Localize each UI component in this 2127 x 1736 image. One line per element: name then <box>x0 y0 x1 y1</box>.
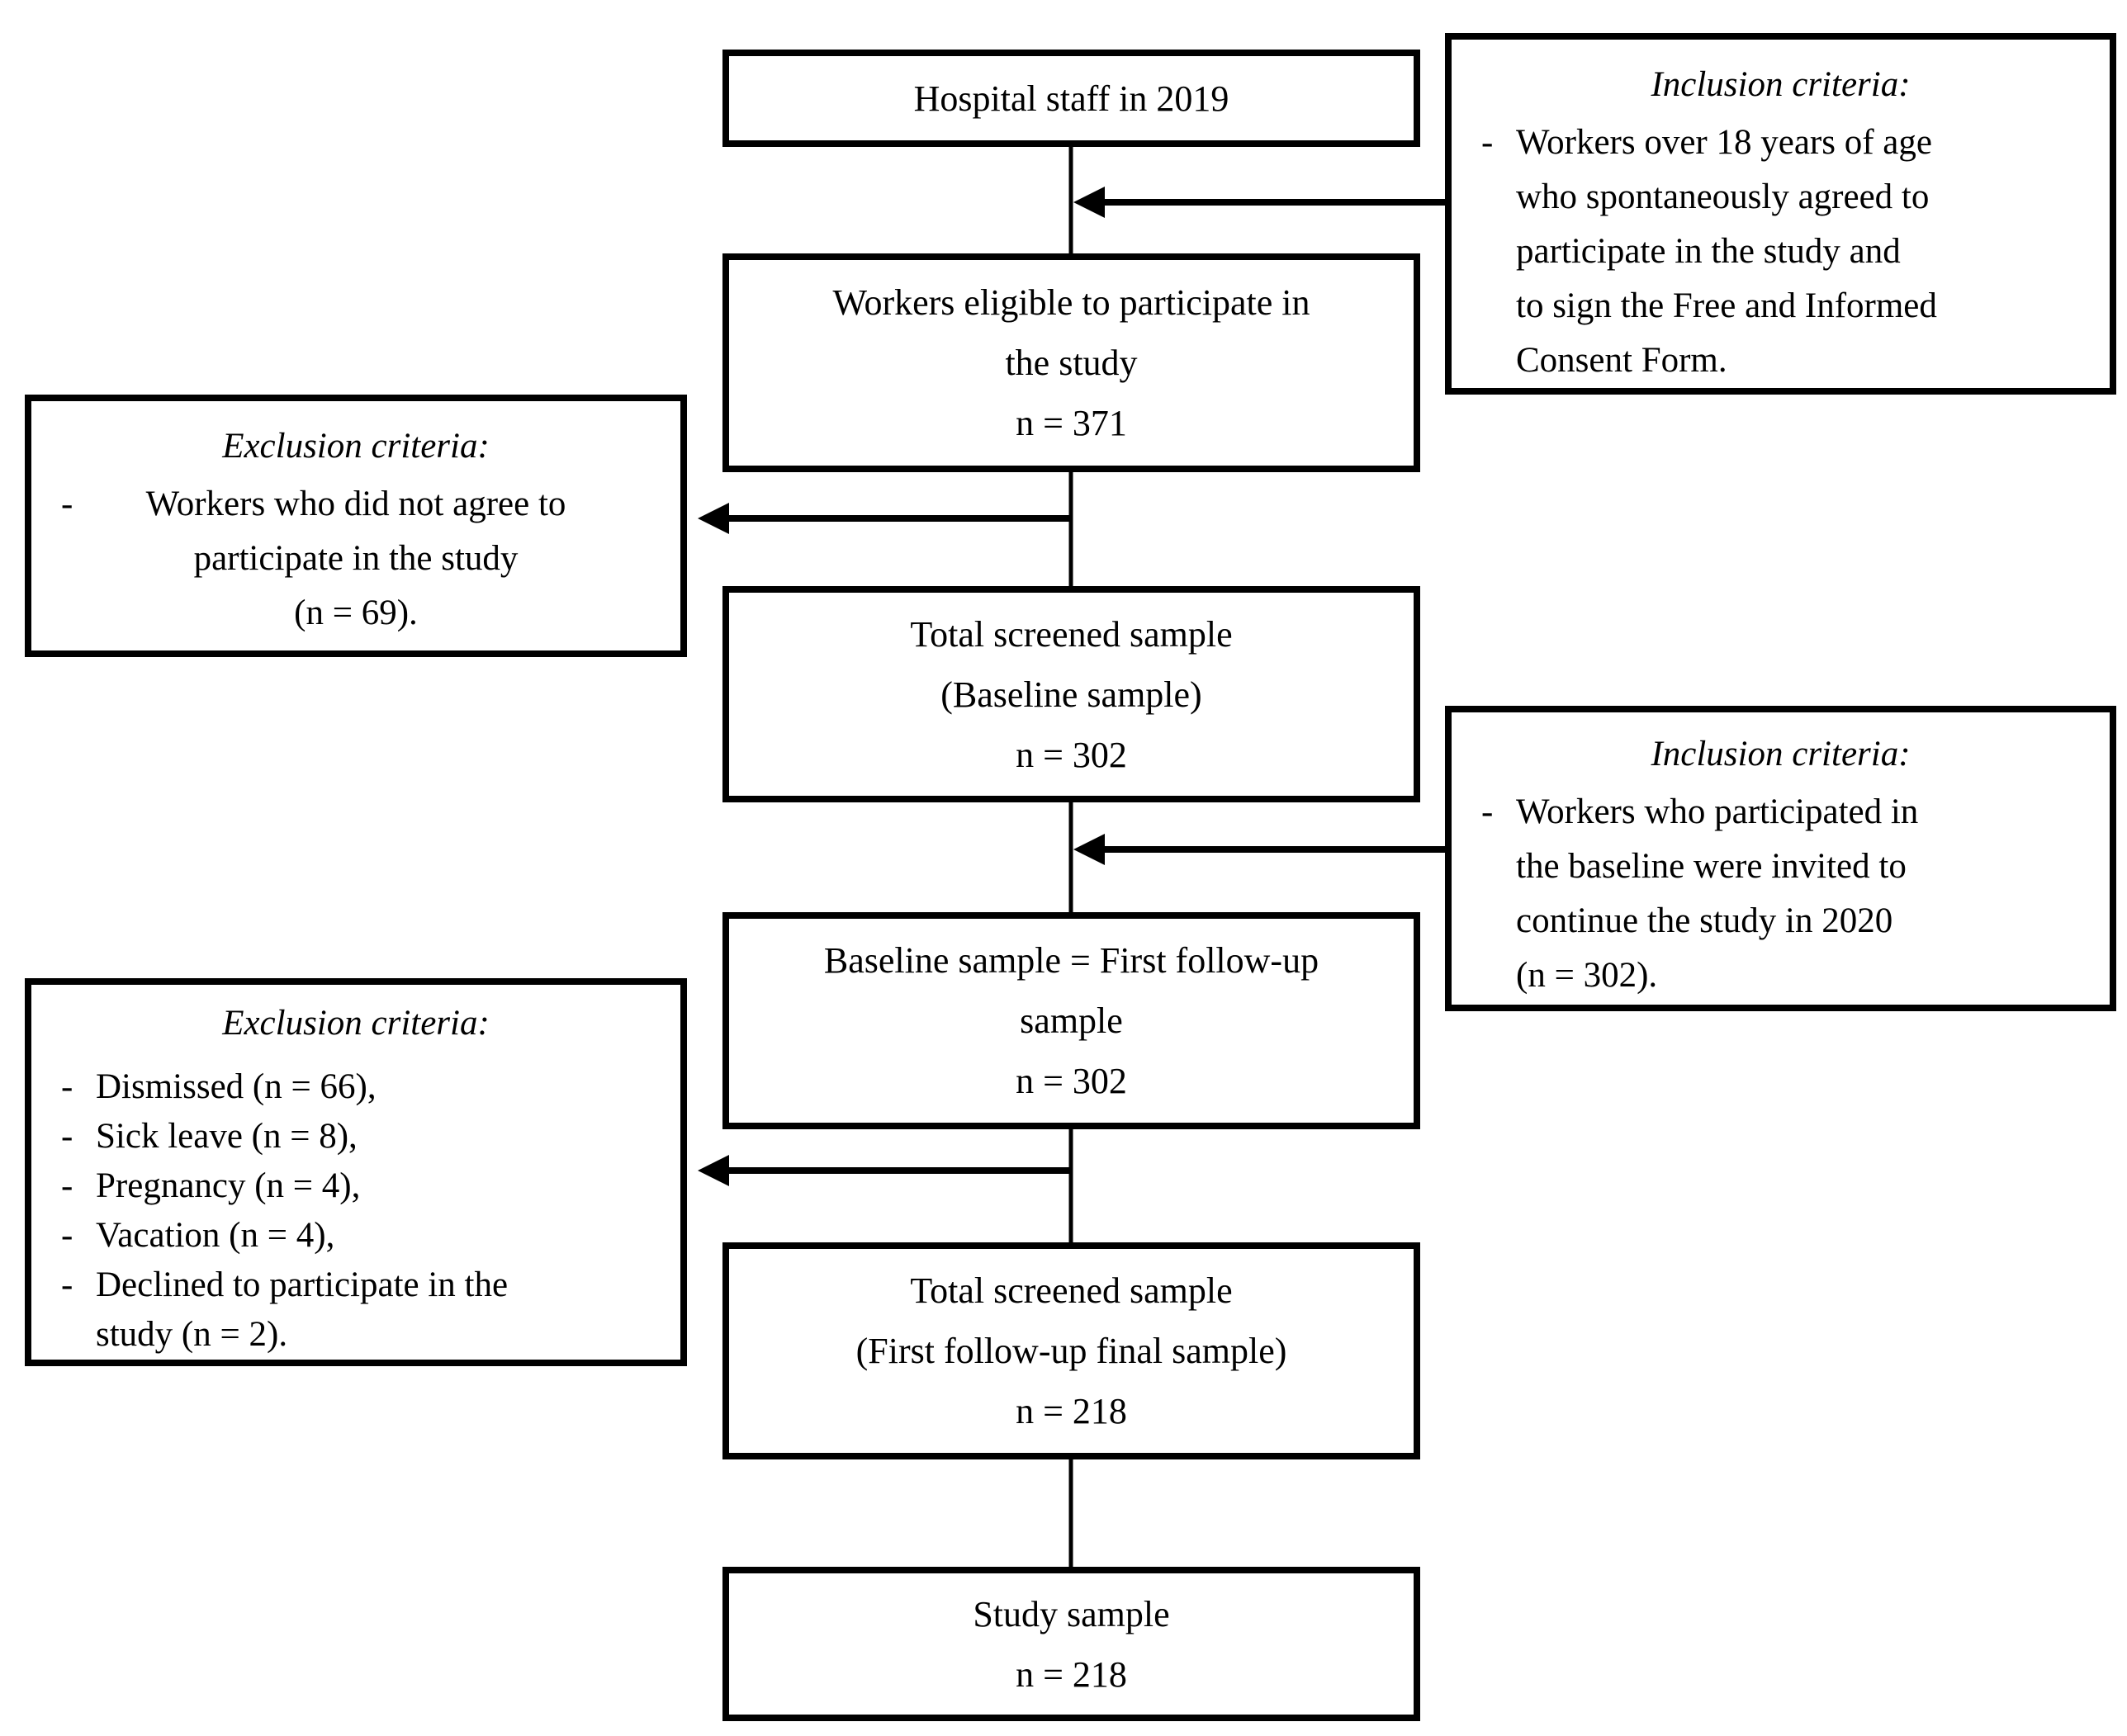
bullet-text: Sick leave (n = 8), <box>96 1117 358 1156</box>
bullet-dash: - <box>61 485 73 523</box>
flow-box-text: Total screened sample <box>910 613 1233 655</box>
bullet-text: the baseline were invited to <box>1516 847 1907 886</box>
flow-box-first-followup-final: Total screened sample (First follow-up f… <box>722 1242 1420 1459</box>
bullet-item: - Workers who participated in <box>1468 785 2093 840</box>
bullet-item-continuation: the baseline were invited to <box>1468 840 2093 894</box>
bullet-dash: - <box>61 1067 73 1106</box>
bullet-text: study (n = 2). <box>96 1315 288 1354</box>
side-box-title: Exclusion criteria: <box>222 1004 490 1043</box>
bullet-text: Declined to participate in the <box>96 1265 509 1304</box>
flow-box-hospital-staff: Hospital staff in 2019 <box>722 50 1420 147</box>
bullet-text: participate in the study <box>193 539 519 578</box>
side-box-title: Inclusion criteria: <box>1651 65 1911 104</box>
bullet-text: Workers who participated in <box>1516 792 1919 831</box>
bullet-text: Dismissed (n = 66), <box>96 1067 377 1106</box>
arrowhead-left-icon <box>698 1155 729 1186</box>
bullet-text: Workers over 18 years of age <box>1516 123 1932 162</box>
flow-box-baseline-sample: Total screened sample (Baseline sample) … <box>722 586 1420 802</box>
bullet-text: Workers who did not agree to <box>145 485 566 523</box>
flow-box-count: n = 218 <box>1016 1391 1127 1431</box>
bullet-dash: - <box>61 1166 73 1205</box>
bullet-item-continuation: who spontaneously agreed to <box>1468 170 2093 225</box>
bullet-item-continuation: continue the study in 2020 <box>1468 894 2093 948</box>
bullet-item: - Vacation (n = 4), <box>48 1211 664 1261</box>
bullet-text: who spontaneously agreed to <box>1516 177 1930 216</box>
bullet-item: - Dismissed (n = 66), <box>48 1062 664 1112</box>
flow-box-text: Study sample <box>973 1593 1170 1634</box>
bullet-text: Pregnancy (n = 4), <box>96 1166 361 1205</box>
flow-box-text: Baseline sample = First follow-up <box>823 940 1319 981</box>
side-box-exclusion-criteria-1: Exclusion criteria: - Workers who did no… <box>25 395 687 657</box>
arrow-inclusion2-to-flow <box>1073 834 1448 865</box>
flow-box-count: n = 218 <box>1016 1653 1127 1695</box>
bullet-item-continuation: (n = 302). <box>1468 948 2093 1003</box>
side-box-title: Exclusion criteria: <box>222 427 490 466</box>
bullet-text: participate in the study and <box>1516 232 1901 271</box>
bullet-dash: - <box>1481 792 1494 831</box>
flow-box-text: Workers eligible to participate in <box>832 282 1310 323</box>
arrowhead-left-icon <box>1073 187 1105 218</box>
bullet-item: - Pregnancy (n = 4), <box>48 1161 664 1211</box>
side-box-exclusion-criteria-2: Exclusion criteria: - Dismissed (n = 66)… <box>25 978 687 1366</box>
flow-box-workers-eligible: Workers eligible to participate in the s… <box>722 253 1420 472</box>
bullet-dash: - <box>1481 123 1494 162</box>
bullet-dash: - <box>61 1117 73 1156</box>
flow-box-text: (Baseline sample) <box>940 674 1202 715</box>
arrow-flow-to-exclusion2 <box>698 1155 1071 1186</box>
bullet-item-continuation: Consent Form. <box>1468 333 2093 388</box>
bullet-text: to sign the Free and Informed <box>1516 286 1937 325</box>
bullet-item-continuation: participate in the study and <box>1468 225 2093 279</box>
bullet-text: Consent Form. <box>1516 341 1727 380</box>
flow-box-count: n = 302 <box>1016 1061 1127 1101</box>
bullet-item-continuation: study (n = 2). <box>48 1310 664 1360</box>
bullet-item: - Declined to participate in the <box>48 1261 664 1310</box>
flow-box-text: Total screened sample <box>910 1270 1233 1311</box>
flow-box-text: Hospital staff in 2019 <box>913 78 1229 119</box>
flow-box-text: (First follow-up final sample) <box>855 1331 1287 1371</box>
flow-box-first-followup: Baseline sample = First follow-up sample… <box>722 912 1420 1129</box>
side-box-title: Inclusion criteria: <box>1651 735 1911 773</box>
bullet-item-continuation: (n = 69). <box>48 586 664 641</box>
bullet-text: continue the study in 2020 <box>1516 901 1893 940</box>
bullet-text: (n = 69). <box>294 594 418 632</box>
flow-box-text: the study <box>1005 343 1138 383</box>
bullet-text: (n = 302). <box>1516 956 1658 995</box>
bullet-item: - Workers over 18 years of age <box>1468 116 2093 170</box>
bullet-item-continuation: participate in the study <box>48 532 664 586</box>
flow-box-count: n = 302 <box>1016 734 1127 775</box>
arrow-flow-to-exclusion1 <box>698 503 1071 534</box>
bullet-item-continuation: to sign the Free and Informed <box>1468 279 2093 333</box>
bullet-dash: - <box>61 1216 73 1255</box>
arrowhead-left-icon <box>1073 834 1105 865</box>
flow-box-text: sample <box>1020 1000 1123 1041</box>
side-box-inclusion-criteria-1: Inclusion criteria: - Workers over 18 ye… <box>1445 33 2116 395</box>
bullet-item: - Sick leave (n = 8), <box>48 1112 664 1161</box>
bullet-dash: - <box>61 1265 73 1304</box>
arrow-inclusion1-to-flow <box>1073 187 1448 218</box>
bullet-item: - Workers who did not agree to <box>48 477 664 532</box>
flow-box-study-sample: Study sample n = 218 <box>722 1567 1420 1721</box>
arrowhead-left-icon <box>698 503 729 534</box>
side-box-inclusion-criteria-2: Inclusion criteria: - Workers who partic… <box>1445 706 2116 1011</box>
flow-box-count: n = 371 <box>1016 403 1127 443</box>
bullet-text: Vacation (n = 4), <box>96 1216 335 1255</box>
